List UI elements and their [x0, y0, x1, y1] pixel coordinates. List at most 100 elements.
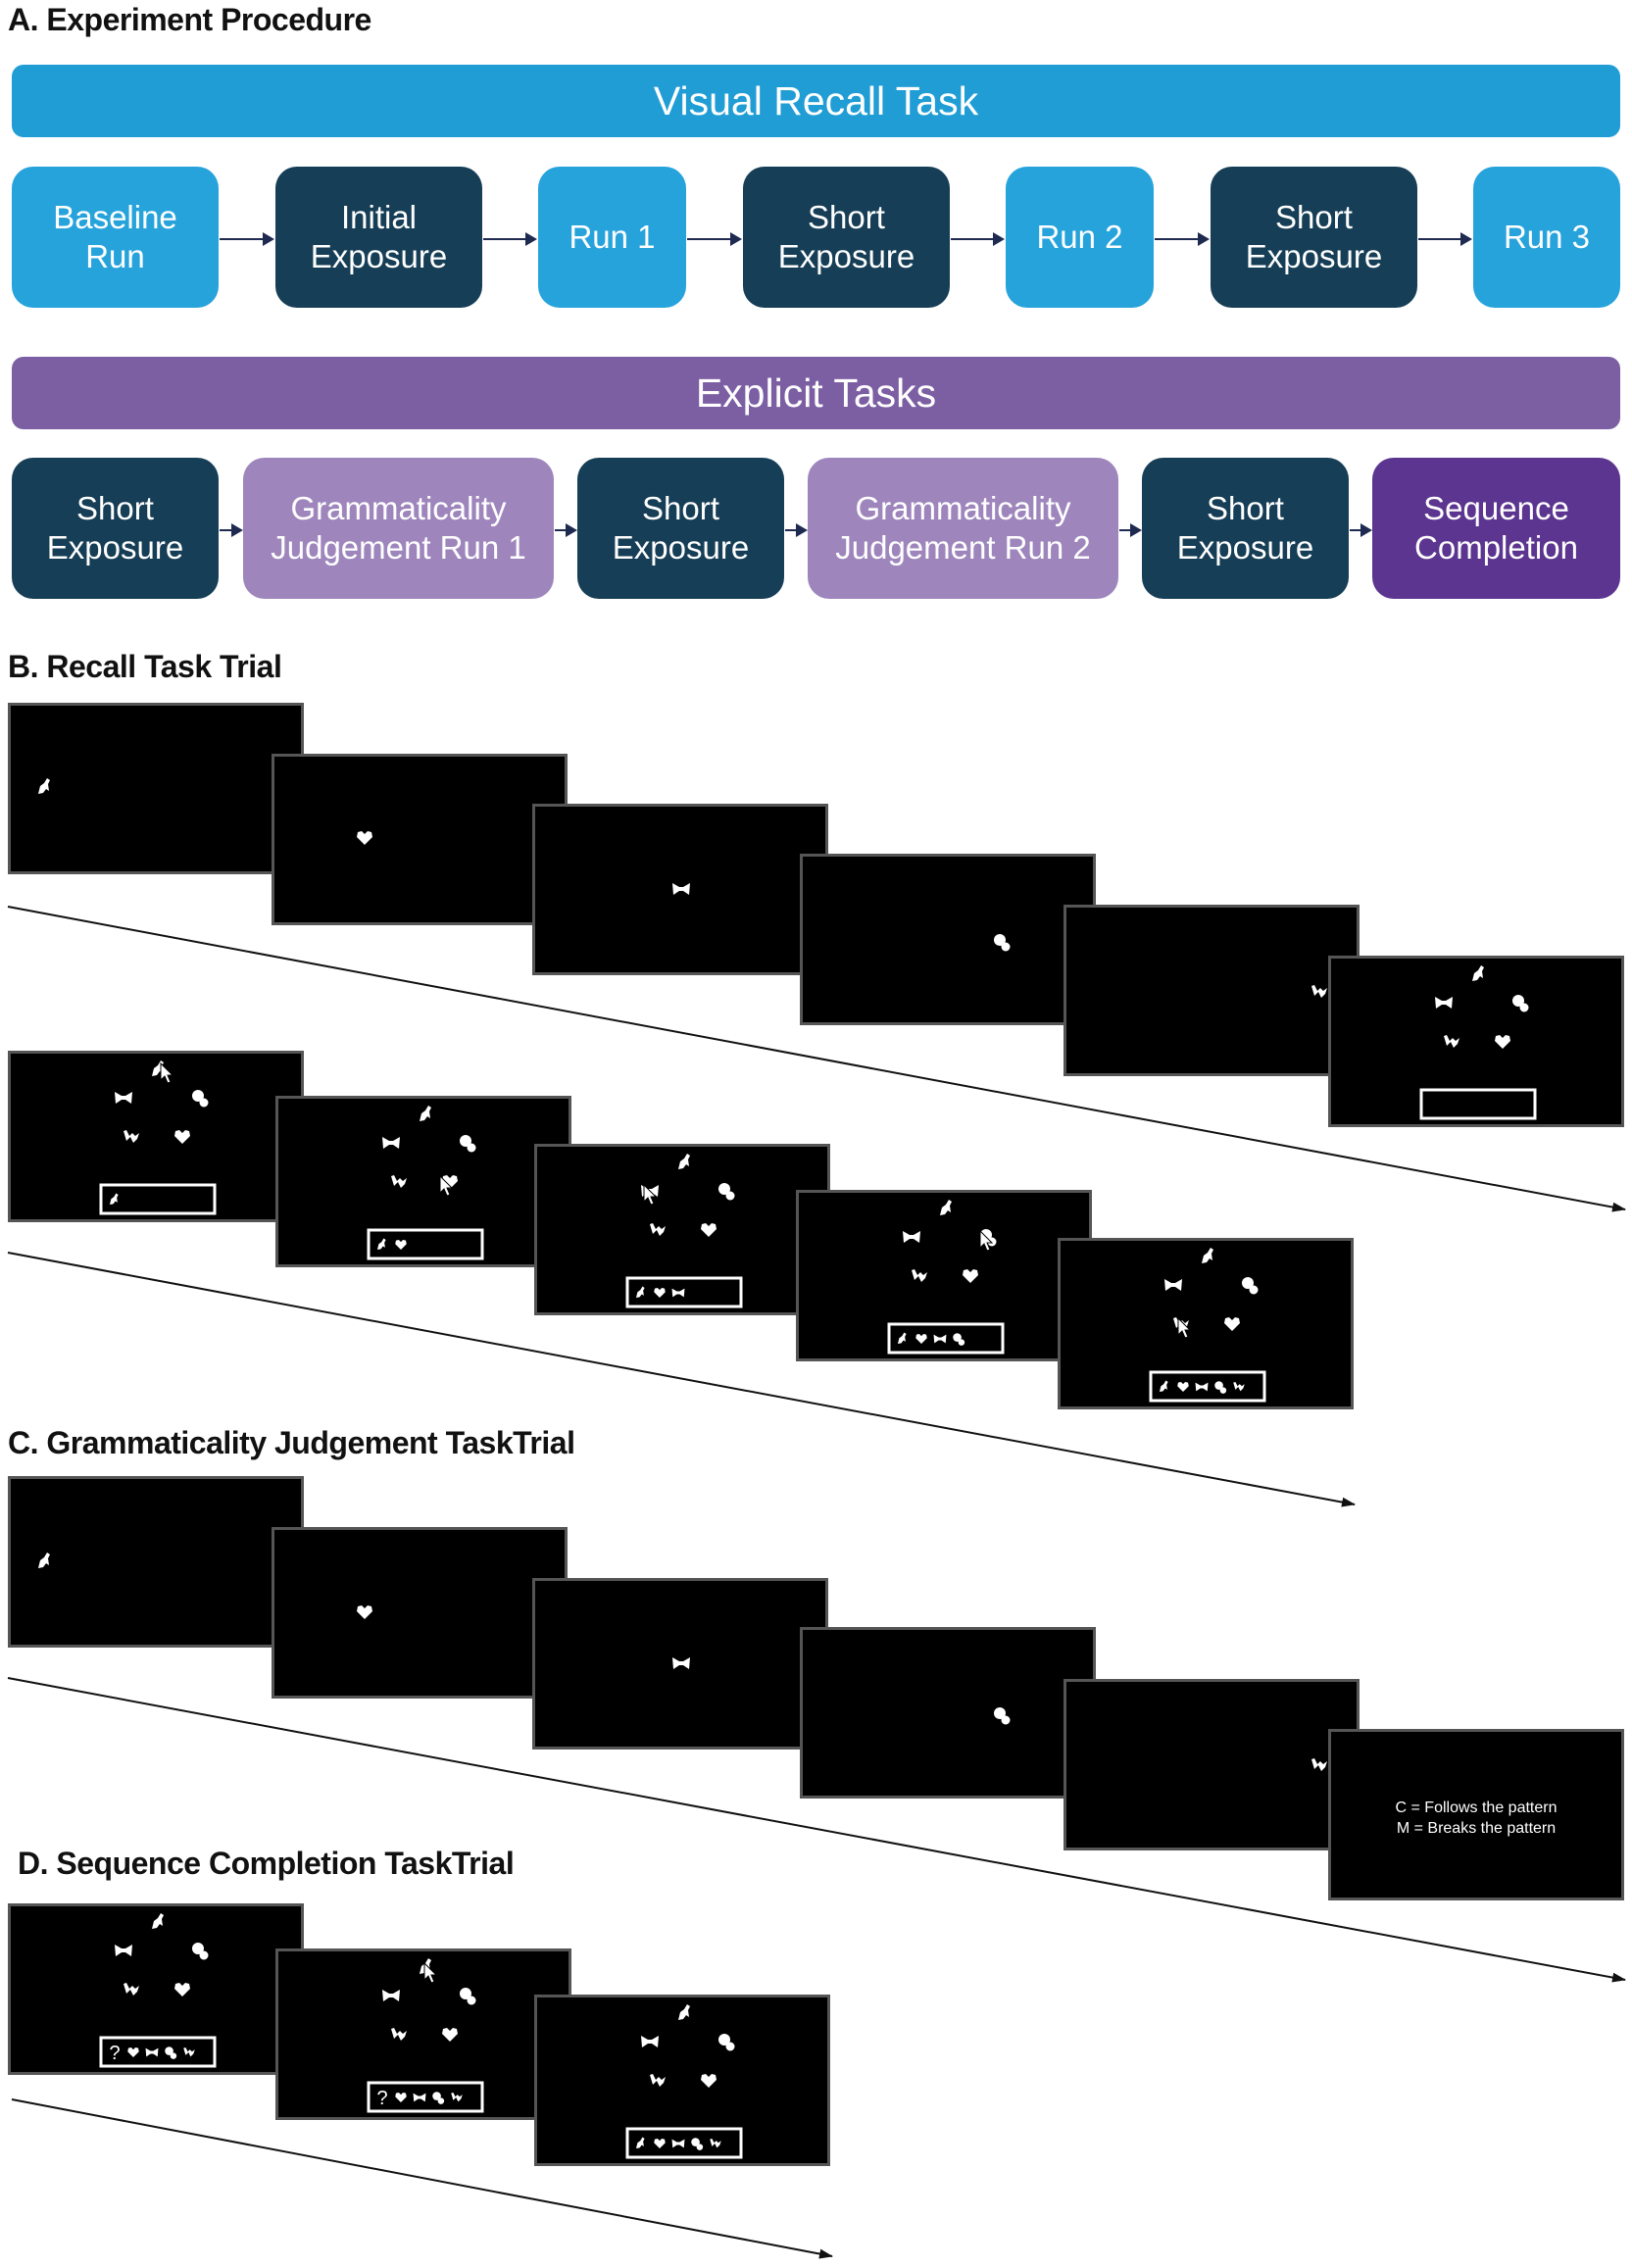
- completion-screen: [534, 1995, 830, 2166]
- stimulus-shape-bird: [376, 1238, 386, 1251]
- timeline-arrow-d: [11, 2098, 833, 2259]
- visual-recall-banner: Visual Recall Task: [12, 65, 1620, 137]
- step-run-1: Run 1: [538, 167, 686, 308]
- judgement-screen: C = Follows the pattern M = Breaks the p…: [1328, 1729, 1624, 1900]
- stimulus-shape-blob: [1512, 995, 1529, 1012]
- section-a-title: A. Experiment Procedure: [8, 2, 371, 37]
- stimulus-shape-heart: [357, 831, 372, 845]
- step-label-2: Exposure: [612, 529, 750, 566]
- step-label-1: Sequence: [1423, 490, 1569, 526]
- stimulus-shape-bow: [115, 1092, 132, 1104]
- stimulus-shape-wave: [391, 2028, 407, 2041]
- stimulus-shape-wave: [391, 1175, 407, 1188]
- stimulus-shape-heart: [1495, 1035, 1510, 1049]
- judgement-prompt: C = Follows the pattern M = Breaks the p…: [1331, 1798, 1621, 1839]
- mouse-cursor-icon: [423, 1961, 438, 1984]
- step-run-2: Run 2: [1006, 167, 1154, 308]
- stimulus-shape-blob: [432, 2092, 445, 2104]
- mouse-cursor-icon: [979, 1229, 994, 1252]
- stimulus-shape-bow: [933, 1334, 947, 1344]
- flow-arrow: [951, 232, 1005, 246]
- response-screen: [534, 1144, 830, 1315]
- stimulus-shape-bow: [671, 1288, 685, 1298]
- stimulus-shape-heart: [915, 1333, 927, 1345]
- step-label-1: Short: [1275, 199, 1353, 235]
- stimulus-shape-bird: [109, 1193, 119, 1206]
- stimulus-shape-bird: [897, 1332, 907, 1345]
- response-screen: [1058, 1238, 1354, 1409]
- follows-pattern-key: C = Follows the pattern: [1395, 1800, 1558, 1816]
- response-box: [625, 1276, 743, 1308]
- stimulus-shape-blob: [994, 934, 1011, 952]
- flow-arrow: [555, 523, 577, 537]
- stimulus-shape-wave: [183, 2046, 195, 2057]
- mouse-cursor-icon: [643, 1183, 658, 1206]
- step-label-2: Run: [85, 238, 145, 274]
- step-label-1: Grammaticality: [855, 490, 1071, 526]
- breaks-pattern-key: M = Breaks the pattern: [1396, 1820, 1557, 1837]
- mouse-cursor-icon: [1177, 1316, 1192, 1339]
- timeline-arrow-b1: [7, 906, 1626, 1212]
- stimulus-screen: [1063, 905, 1360, 1076]
- stimulus-shape-heart: [654, 1287, 666, 1299]
- response-box: [99, 2036, 217, 2068]
- step-label-2: Exposure: [310, 238, 448, 274]
- flow-arrow: [1155, 232, 1210, 246]
- stimulus-shape-bow: [641, 2036, 659, 2047]
- response-box: [367, 1228, 484, 1260]
- stimulus-shape-blob: [1242, 1277, 1259, 1295]
- section-c-title: C. Grammaticality Judgement TaskTrial: [8, 1425, 575, 1460]
- timeline-arrow-c: [7, 1677, 1626, 1983]
- mouse-cursor-icon: [160, 1061, 174, 1084]
- flow-arrow: [1350, 523, 1372, 537]
- step-label-1: Baseline: [53, 199, 177, 235]
- step-label-2: Judgement Run 2: [835, 529, 1091, 566]
- response-box: [1419, 1088, 1537, 1120]
- stimulus-shape-blob: [1214, 1381, 1227, 1394]
- flow-arrow: [687, 232, 742, 246]
- stimulus-shape-heart: [357, 1605, 372, 1619]
- flow-arrow: [483, 232, 537, 246]
- stimulus-shape-heart: [395, 1239, 407, 1251]
- stimulus-shape-wave: [124, 1983, 139, 1996]
- stimulus-shape-bird: [1159, 1380, 1168, 1393]
- stimulus-shape-bow: [382, 1990, 400, 2001]
- step-label-2: Judgement Run 1: [271, 529, 526, 566]
- flow-arrow: [1119, 523, 1142, 537]
- stimulus-shape-bow: [672, 883, 690, 895]
- stimulus-screen: [800, 1627, 1096, 1799]
- step-label-1: Initial: [340, 199, 418, 235]
- explicit-tasks-banner: Explicit Tasks: [12, 357, 1620, 429]
- stimulus-shape-blob: [691, 2138, 704, 2150]
- stimulus-shape-bow: [671, 2139, 685, 2148]
- mouse-cursor-icon: [439, 1174, 454, 1197]
- stimulus-shape-bow: [1195, 1382, 1209, 1392]
- stimulus-shape-bird: [635, 1286, 645, 1299]
- stimulus-shape-bird: [678, 1154, 690, 1169]
- stimulus-shape-wave: [1311, 1758, 1327, 1771]
- stimulus-shape-bow: [903, 1231, 920, 1243]
- stimulus-shape-blob: [192, 1943, 209, 1960]
- stimulus-shape-wave: [124, 1130, 139, 1143]
- step-label-1: Short: [808, 199, 885, 235]
- stimulus-shape-blob: [994, 1707, 1011, 1725]
- stimulus-shape-heart: [395, 2092, 407, 2103]
- stimulus-shape-wave: [451, 2092, 463, 2102]
- stimulus-shape-bow: [1164, 1279, 1182, 1291]
- stimulus-shape-bird: [420, 1106, 431, 1121]
- response-box: [1149, 1370, 1266, 1403]
- stimulus-shape-heart: [1177, 1381, 1189, 1393]
- section-b-title: B. Recall Task Trial: [8, 649, 282, 684]
- response-box: [887, 1322, 1005, 1355]
- step-label-1: Grammaticality: [290, 490, 507, 526]
- response-screen: [1328, 956, 1624, 1127]
- stimulus-shape-bow: [672, 1657, 690, 1669]
